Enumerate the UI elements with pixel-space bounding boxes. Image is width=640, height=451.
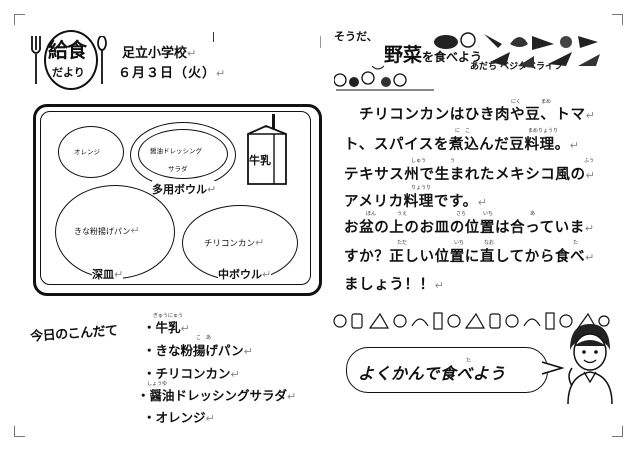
slogan-text: よくかんで食べよう	[358, 364, 506, 383]
menu-ruby: しょうゆ	[147, 381, 168, 387]
article-ruby: ぼん	[366, 211, 377, 217]
article-ruby: ふう	[584, 158, 595, 164]
deep-plate-label: 深皿↵	[92, 266, 124, 282]
crop-mark-top-right	[612, 14, 623, 25]
article-ruby: いち	[483, 211, 494, 217]
salad-label-line1: 醤油ドレッシング	[150, 147, 202, 155]
article-ruby: さら	[456, 211, 467, 217]
banner-prefix: そうだ、	[334, 30, 378, 43]
milk-label: 牛乳	[249, 154, 271, 167]
menu-item-kinako-bread: ・きな粉揚げパン↵	[143, 343, 253, 358]
veggie-banner: そうだ、 野菜を食べよう あだち ベジタベライフ	[334, 26, 610, 98]
article-ruby: なお	[484, 240, 495, 246]
school-name: 足立小学校↵	[122, 46, 197, 61]
banner-subtitle: あだち ベジタベライフ	[470, 62, 563, 72]
milk-carton-icon	[247, 114, 287, 185]
menu-item-milk: ・牛乳↵	[143, 320, 190, 335]
crop-mark-top-left	[14, 14, 25, 25]
orange-dish	[58, 126, 124, 178]
text-cursor	[213, 32, 214, 42]
medium-bowl-top-label: 多用ボウル↵	[152, 181, 217, 197]
article-ruby: まめ	[541, 99, 552, 105]
chili-dish-label: チリコンカン↵	[204, 236, 265, 249]
article-ruby: う	[450, 158, 456, 164]
article-ruby: りょうり	[411, 185, 432, 191]
nutritionist-character-icon	[567, 324, 613, 404]
article-ruby: にく	[511, 99, 521, 105]
article-ruby: に こ	[455, 128, 471, 134]
logo-subtitle: だより	[52, 66, 85, 79]
article-ruby: あ	[530, 211, 536, 217]
article-line-4: アメリカ料理です。↵	[344, 194, 488, 210]
orange-label: オレンジ	[74, 148, 100, 156]
menu-heading: 今日のこんだて	[29, 323, 119, 345]
article-line-2: ト、スパイスを煮込んだ豆料理。↵	[344, 137, 580, 153]
menu-item-chili-con-carne: ・チリコンカン↵	[143, 366, 240, 381]
slogan-box	[346, 347, 548, 393]
meal-tray-inner-rim	[40, 111, 311, 285]
crop-mark-bottom-left	[14, 426, 25, 437]
column-divider	[320, 36, 321, 48]
menu-ruby: ぎゅうにゅう	[153, 313, 183, 319]
article-line-1: チリコンカンはひき肉や豆、トマ↵	[344, 107, 596, 123]
article-line-6: すか？正しい位置に直してから食べ↵	[344, 249, 595, 265]
banner-title: 野菜を食べよう	[384, 44, 483, 66]
salad-label-line2: サラダ	[168, 165, 188, 173]
menu-item-soy-dressing-salad: ・醤油ドレッシングサラダ↵	[137, 388, 297, 403]
newsletter-logo: 給食 だより	[30, 28, 108, 92]
article-ruby: うえ	[397, 211, 408, 217]
deep-plate	[55, 185, 175, 279]
article-line-7: ましょう！！↵	[344, 277, 445, 293]
menu-item-orange: ・オレンジ↵	[143, 410, 215, 425]
fork-icon	[31, 36, 41, 84]
menu-ruby: こ あ	[196, 335, 212, 341]
article-ruby: いち	[454, 240, 465, 246]
issue-date: ６月３日（火）↵	[118, 66, 227, 81]
article-ruby: しゅう	[411, 158, 427, 164]
slogan-ruby: た	[466, 358, 472, 364]
medium-bowl-label: 中ボウル↵	[218, 266, 272, 282]
article-ruby: た	[573, 240, 579, 246]
article-line-3: テキサス州で生まれたメキシコ風の↵	[344, 167, 596, 183]
article-ruby: まめりょうり	[528, 128, 559, 134]
salad-bowl-inner	[138, 129, 228, 179]
spoon-icon	[97, 36, 107, 84]
crop-mark-bottom-right	[612, 426, 623, 437]
meal-tray	[33, 104, 322, 296]
article-line-5: お盆の上のお皿の位置は合っていま↵	[344, 220, 595, 236]
article-ruby: ただ	[397, 240, 408, 246]
kinako-bread-label: きな粉揚げパン↵	[74, 224, 140, 237]
speech-bubble-tail	[542, 361, 564, 375]
plate-icon	[44, 30, 98, 90]
vegetables-illustration-icon	[334, 32, 600, 91]
vegetable-strip-divider	[333, 312, 610, 330]
logo-title: 給食	[48, 38, 87, 62]
